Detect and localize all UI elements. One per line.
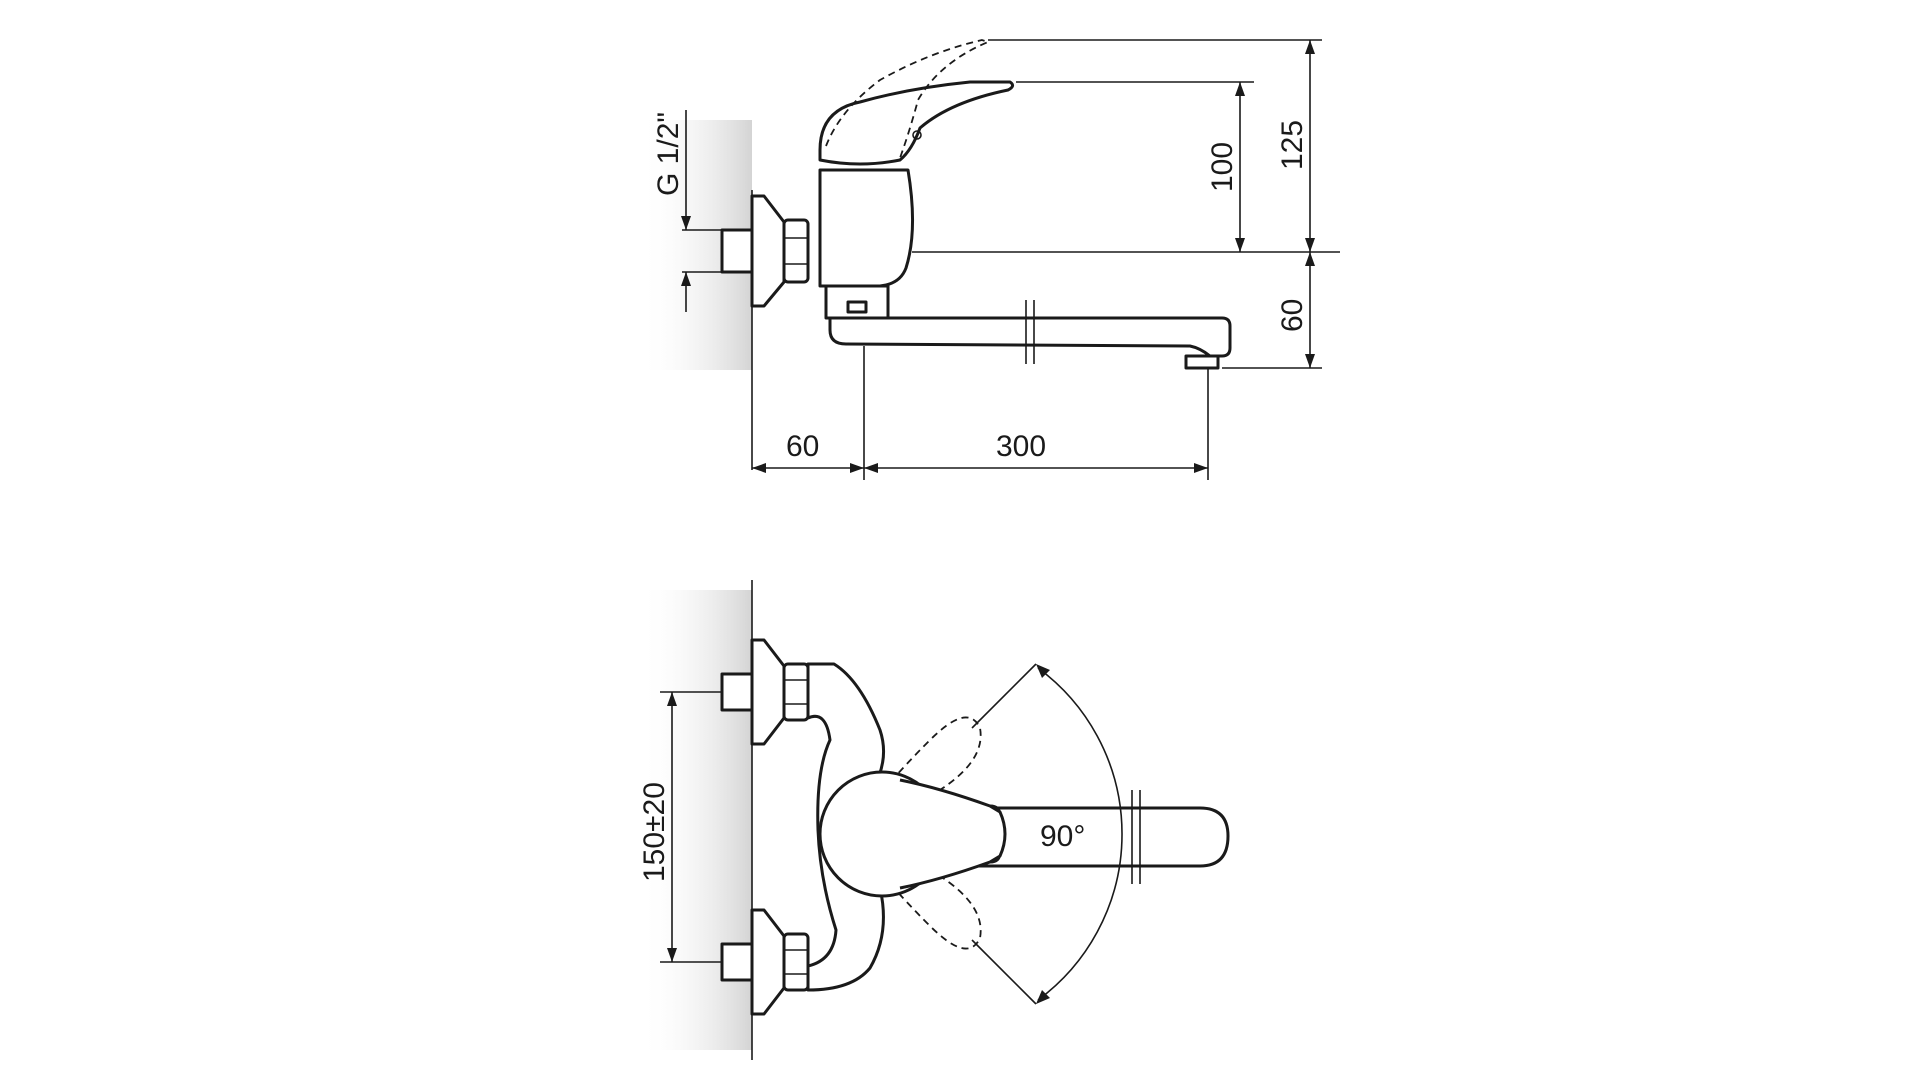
aerator [1184,354,1220,370]
lever-open-dashed [825,39,991,159]
spout-top [958,806,1230,868]
dim-inlet-spacing-label: 150±20 [638,782,671,882]
dim-spout-height-label: 60 [1276,299,1309,332]
dim-total-height-label: 125 [1276,120,1309,170]
spout [828,316,1232,358]
top-view: 90° 150±20 [638,580,1230,1060]
dim-thread-label: G 1/2" [652,112,685,196]
dim-lever-height-label: 100 [1206,142,1239,192]
lever-handle-top [899,778,1007,890]
dim-spout-reach-label: 300 [996,430,1046,463]
mixer-body [818,168,914,288]
lever [818,80,1015,166]
union-nut [782,218,810,284]
inlet-pipe [720,228,754,274]
escutcheon [750,194,786,308]
dim-rotation-label: 90° [1040,820,1085,853]
rotation-arc [1037,667,1123,1001]
side-view: G 1/2" 100 125 60 60 300 [640,39,1340,480]
dim-wall-depth-label: 60 [786,430,819,463]
